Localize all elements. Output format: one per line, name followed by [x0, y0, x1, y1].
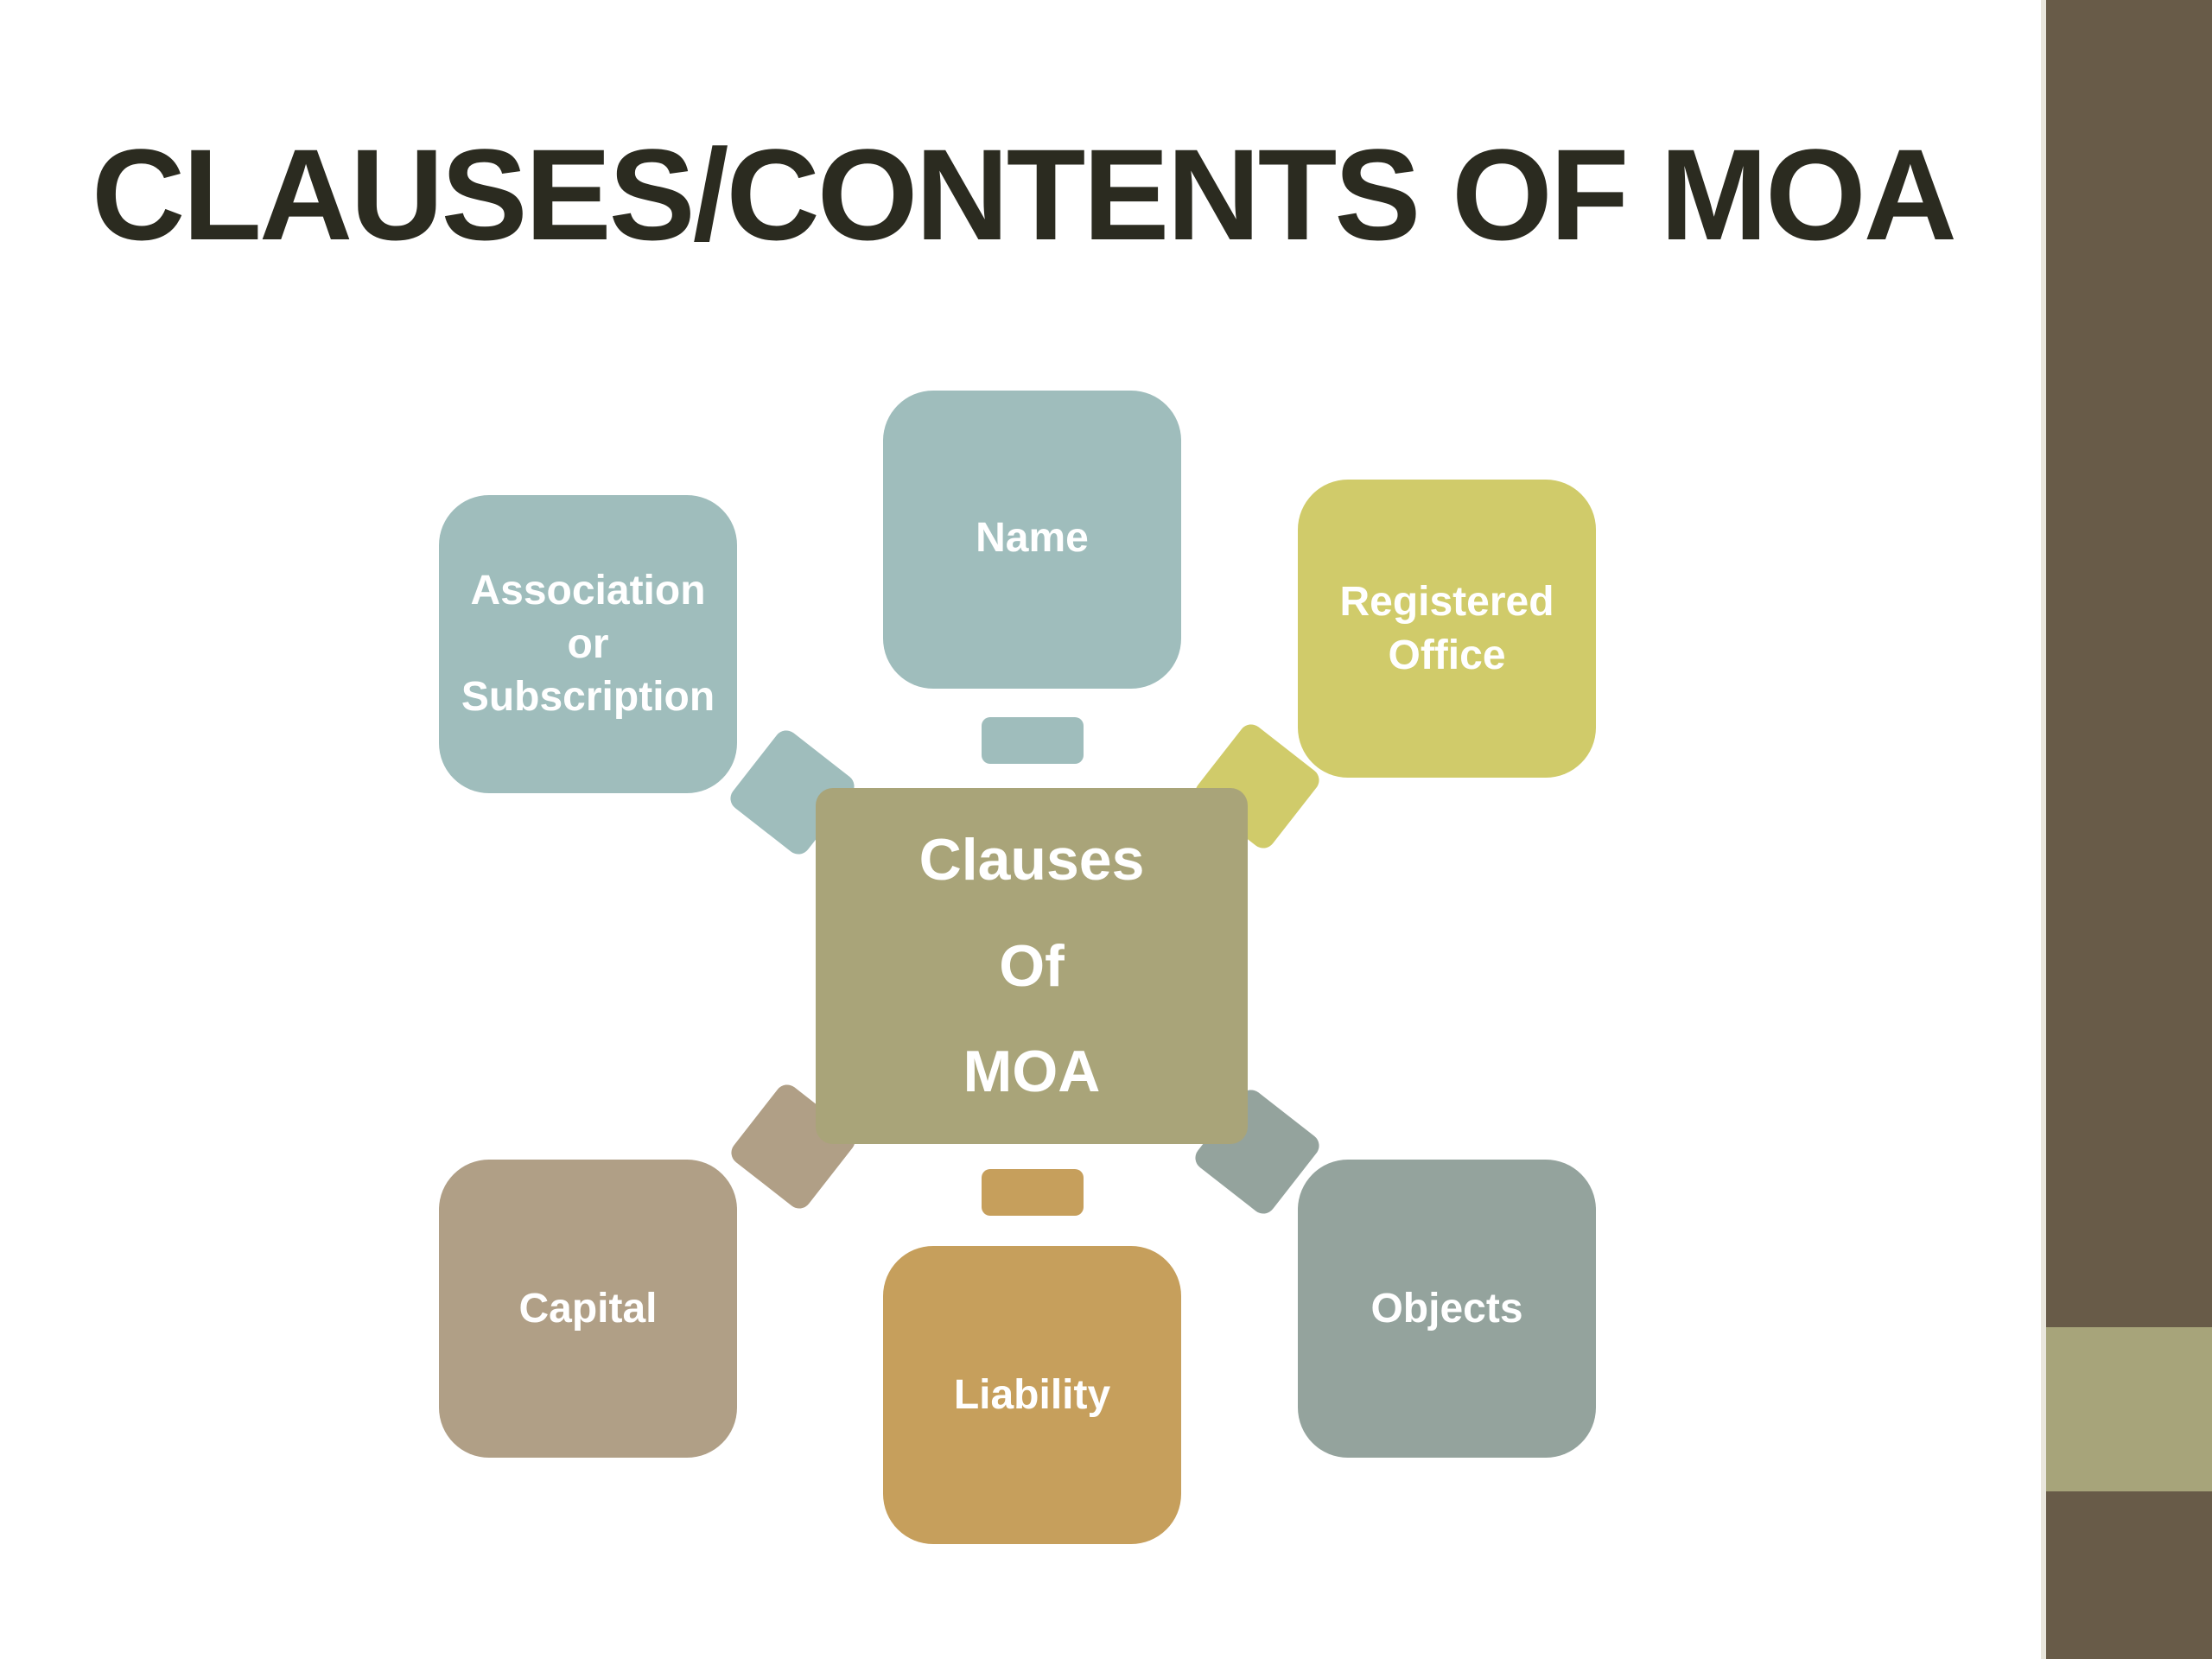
slide-title: CLAUSES/CONTENTS OF MOA	[91, 122, 1957, 267]
center-node-label: Clauses Of MOA	[918, 827, 1145, 1105]
node-registered-office: Registered Office	[1298, 480, 1596, 778]
node-objects: Objects	[1298, 1160, 1596, 1458]
node-association-label: Association or Subscription	[461, 568, 715, 721]
node-name: Name	[883, 391, 1181, 689]
node-liability-label: Liability	[953, 1371, 1111, 1418]
node-association-or-subscription: Association or Subscription	[439, 495, 737, 793]
node-objects-label: Objects	[1370, 1285, 1523, 1332]
node-registered-office-label: Registered Office	[1339, 579, 1554, 678]
node-liability: Liability	[883, 1246, 1181, 1544]
sidebar-stripe	[2046, 1327, 2212, 1491]
center-node-clauses-of-moa: Clauses Of MOA	[816, 788, 1248, 1144]
connector-name	[982, 717, 1084, 764]
sidebar-edge	[2041, 0, 2046, 1659]
node-capital-label: Capital	[518, 1285, 658, 1332]
node-capital: Capital	[439, 1160, 737, 1458]
node-name-label: Name	[976, 515, 1089, 561]
connector-liability	[982, 1169, 1084, 1216]
